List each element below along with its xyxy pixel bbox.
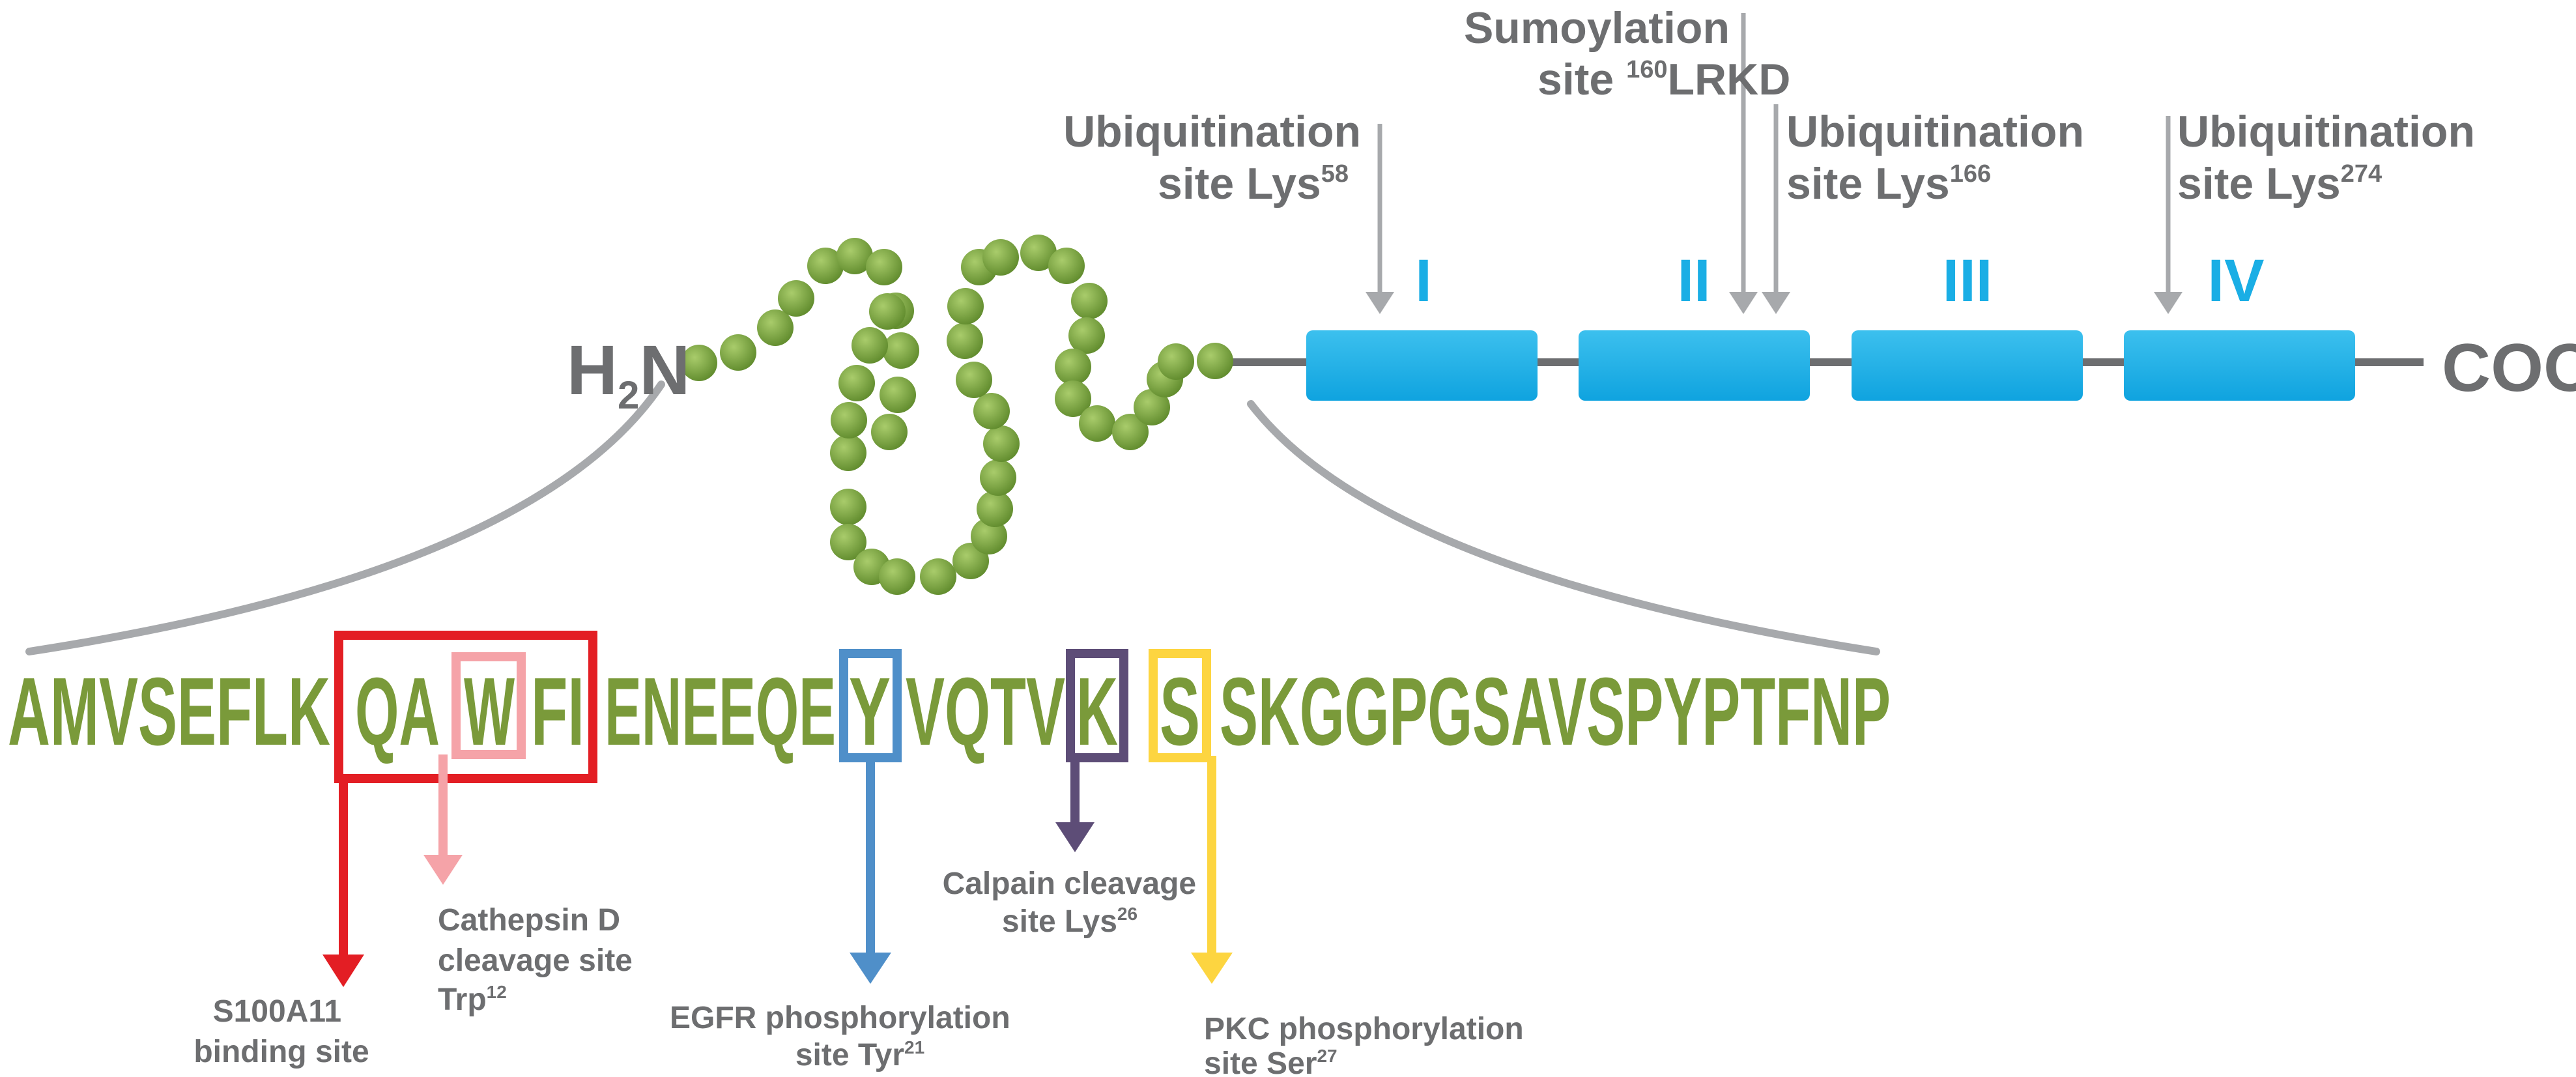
zoom-curve-left — [25, 381, 665, 655]
amino-acid-bead — [852, 327, 888, 364]
amino-acid-bead — [1068, 317, 1105, 354]
domain-box-2 — [1579, 330, 1810, 401]
s100a11-binding-box — [334, 631, 597, 783]
cathepsin-site-box — [451, 652, 526, 759]
amino-acid-bead — [973, 393, 1010, 429]
domain-label-4: IV — [2208, 248, 2265, 314]
amino-acid-bead — [778, 280, 814, 317]
sequence-segment: SKGGPGSAVSPYPTFNP — [1220, 658, 1891, 766]
amino-acid-bead — [1134, 389, 1170, 425]
amino-acid-bead — [830, 435, 866, 471]
domain-label-2: II — [1677, 248, 1710, 314]
amino-acid-bead — [830, 524, 866, 560]
amino-acid-bead — [871, 414, 908, 450]
sequence-segment: Y — [849, 658, 891, 766]
amino-acid-bead — [1020, 235, 1057, 271]
amino-acid-bead — [947, 288, 984, 324]
amino-acid-bead — [1048, 248, 1085, 284]
amino-acid-bead — [947, 323, 983, 359]
amino-acid-bead — [977, 491, 1013, 527]
zoom-curve-right — [1247, 400, 1880, 655]
amino-acid-bead — [1079, 405, 1115, 442]
bottom-site-arrows — [322, 754, 1233, 987]
top-site-arrows — [1366, 13, 2182, 314]
domain-label-1: I — [1415, 248, 1432, 314]
amino-acid-bead — [879, 558, 915, 595]
sequence-segment: S — [1160, 658, 1200, 766]
amino-acid-bead — [830, 489, 866, 525]
amino-acid-bead — [720, 334, 756, 371]
pkc-phosphorylation-label: PKC phosphorylation site Ser27 — [1204, 1012, 1532, 1077]
amino-acid-bead — [883, 332, 919, 369]
amino-acid-bead — [757, 309, 794, 346]
egfr-phosphorylation-label: EGFR phosphorylation site Tyr21 — [670, 1001, 1019, 1072]
sumoylation-site-label: Sumoylation — [1464, 3, 1730, 53]
sequence-segment: W — [464, 658, 515, 766]
sequence-segment: AMVSEFLK — [8, 658, 330, 766]
amino-acid-bead — [807, 248, 844, 284]
amino-acid-bead — [1158, 343, 1194, 380]
amino-acid-bead — [1071, 283, 1108, 319]
amino-acid-bead — [838, 365, 875, 401]
amino-acid-bead — [681, 345, 717, 381]
domain-box-4 — [2124, 330, 2355, 401]
amino-acid-sequence: AMVSEFLK QA W FI ENEEQE Y VQTV K S SKGGP… — [8, 658, 1891, 766]
amino-acid-bead — [1112, 414, 1149, 450]
c-terminus-label: COOH — [2442, 330, 2576, 406]
ubiquitination-site-58-label: Ubiquitination site Lys58 — [1063, 107, 1373, 208]
n-terminal-tail-beads — [681, 235, 1233, 595]
amino-acid-bead — [880, 377, 916, 413]
amino-acid-bead — [831, 402, 867, 438]
pkc-site-box — [1149, 649, 1211, 762]
domain-box-1 — [1306, 330, 1538, 401]
calpain-cleavage-label: Calpain cleavage site Lys26 — [943, 867, 1205, 939]
ubiquitination-site-166-label: Ubiquitination site Lys166 — [1786, 107, 2097, 208]
domain-box-3 — [1852, 330, 2083, 401]
sequence-segment: QA — [355, 658, 440, 766]
amino-acid-bead — [971, 518, 1007, 554]
sequence-segment: K — [1076, 658, 1118, 766]
n-terminus-label: H2N — [567, 330, 690, 417]
amino-acid-bead — [1197, 343, 1233, 379]
amino-acid-bead — [1055, 349, 1091, 385]
amino-acid-bead — [920, 558, 956, 595]
domain-label-3: III — [1943, 248, 1993, 314]
ubiquitination-site-274-label: Ubiquitination site Lys274 — [2177, 107, 2487, 208]
amino-acid-bead — [1055, 381, 1091, 417]
amino-acid-bead — [866, 249, 902, 285]
sequence-segment: FI — [531, 658, 584, 766]
cathepsin-cleavage-label: Cathepsin D cleavage site Trp12 — [438, 903, 641, 1017]
sequence-segment: ENEEQE — [605, 658, 836, 766]
amino-acid-bead — [982, 239, 1019, 276]
amino-acid-bead — [983, 425, 1020, 462]
amino-acid-bead — [980, 459, 1016, 496]
calpain-site-box — [1066, 649, 1128, 762]
sequence-segment: VQTV — [906, 658, 1065, 766]
amino-acid-bead — [956, 362, 992, 398]
amino-acid-bead — [869, 293, 906, 330]
amino-acid-bead — [837, 238, 873, 274]
s100a11-binding-label: S100A11 binding site — [193, 994, 369, 1069]
sumoylation-site-line2: site 160LRKD — [1538, 55, 1790, 104]
